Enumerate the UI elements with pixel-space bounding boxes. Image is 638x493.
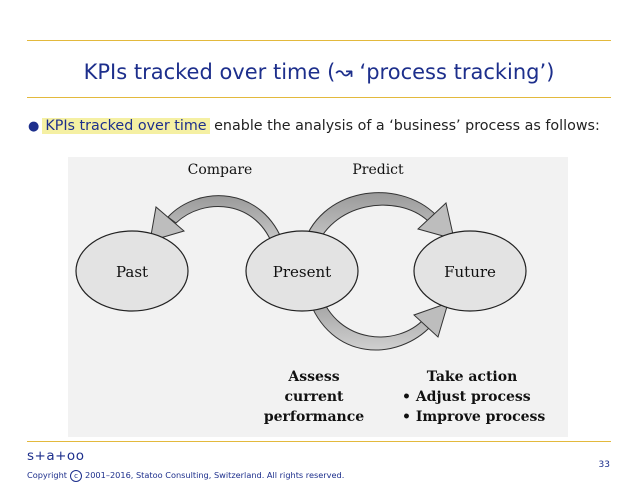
present-node (245, 230, 359, 312)
future-node (413, 230, 527, 312)
top-rule (27, 40, 611, 41)
footer-rule (27, 441, 611, 442)
statoo-logo: s+a+oo (27, 448, 85, 464)
past-node (75, 230, 189, 312)
action-title: Take action (427, 369, 518, 385)
highlighted-phrase: KPIs tracked over time (42, 118, 210, 134)
assess-line-1: Assess (287, 369, 339, 385)
slide-title: KPIs tracked over time (↝ ‘process track… (83, 60, 555, 84)
copyright-prefix: Copyright (27, 470, 68, 480)
past-label: Past (116, 263, 148, 281)
bullet-dot-icon: ● (28, 119, 40, 134)
bullet-item: ●KPIs tracked over time enable the analy… (28, 118, 600, 134)
action-item-improve: • Improve process (402, 409, 545, 425)
present-label: Present (273, 263, 331, 281)
title-underline-rule (27, 97, 611, 98)
compare-label: Compare (188, 162, 253, 178)
predict-arrow (301, 192, 455, 254)
action-item-adjust: • Adjust process (402, 389, 531, 405)
compare-arrow (149, 195, 285, 250)
bullet-text: enable the analysis of a ‘business’ proc… (209, 118, 600, 134)
copyright-icon: c (70, 470, 83, 482)
predict-label: Predict (352, 162, 404, 178)
page-number: 33 (598, 460, 610, 470)
process-diagram-svg: Past Present Future Compare Predict Asse… (75, 162, 545, 425)
process-diagram: Past Present Future Compare Predict Asse… (68, 157, 568, 437)
assess-line-3: performance (264, 409, 364, 425)
action-arrow (307, 292, 449, 351)
assess-line-2: current (284, 389, 344, 405)
future-label: Future (444, 263, 496, 281)
copyright-text: 2001–2016, Statoo Consulting, Switzerlan… (85, 470, 345, 480)
